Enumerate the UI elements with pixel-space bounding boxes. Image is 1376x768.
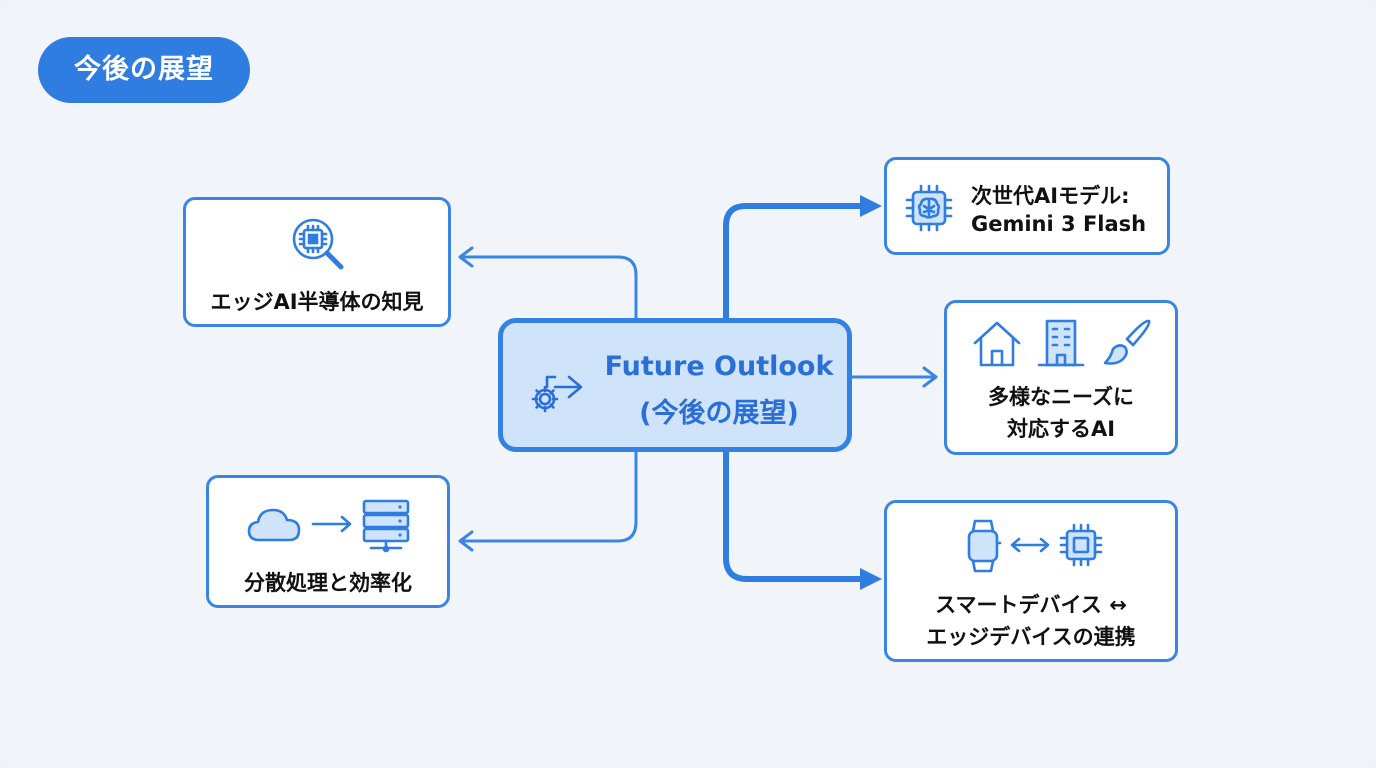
- node-next-gen-model: 次世代AIモデル: Gemini 3 Flash: [884, 157, 1170, 255]
- node-smart-device-line1: スマートデバイス ↔: [935, 593, 1127, 617]
- center-title: Future Outlook: [604, 351, 834, 382]
- node-next-model-name: Gemini 3 Flash: [971, 212, 1147, 236]
- arrow-icon: [311, 515, 352, 533]
- paintbrush-icon: [1103, 319, 1151, 365]
- cloud-icon: [247, 508, 301, 542]
- smartwatch-icon: [967, 519, 1002, 573]
- node-distributed-processing: 分散処理と効率化: [206, 475, 450, 608]
- double-arrow-icon: [1010, 537, 1050, 553]
- house-icon: [973, 321, 1021, 367]
- ai-chip-icon: [905, 184, 953, 232]
- node-next-model-title: 次世代AIモデル:: [971, 184, 1130, 208]
- node-edge-ai-knowledge: エッジAI半導体の知見: [183, 197, 451, 327]
- center-subtitle: (今後の展望): [639, 398, 799, 429]
- node-diverse-line1: 多様なニーズに: [988, 385, 1134, 409]
- node-diverse-line2: 対応するAI: [1006, 417, 1116, 441]
- chip-icon: [1059, 523, 1103, 567]
- gear-arrow-icon: [531, 375, 583, 413]
- node-distributed-label: 分散処理と効率化: [244, 571, 412, 595]
- building-icon: [1037, 319, 1085, 367]
- center-node-future-outlook: Future Outlook (今後の展望): [498, 318, 852, 452]
- chip-search-icon: [292, 218, 344, 270]
- node-smart-device-line2: エッジデバイスの連携: [926, 625, 1136, 649]
- server-icon: [362, 499, 410, 553]
- connector-distributed: [461, 452, 638, 543]
- node-edge-ai-label: エッジAI半導体の知見: [210, 290, 424, 314]
- connector-edge-ai: [461, 255, 638, 318]
- connector-next-model: [723, 203, 862, 318]
- node-diverse-needs: 多様なニーズに 対応するAI: [944, 300, 1178, 455]
- node-smart-device-link: スマートデバイス ↔ エッジデバイスの連携: [884, 500, 1178, 662]
- page-title-pill: 今後の展望: [38, 37, 250, 103]
- connector-smart-device: [723, 452, 862, 582]
